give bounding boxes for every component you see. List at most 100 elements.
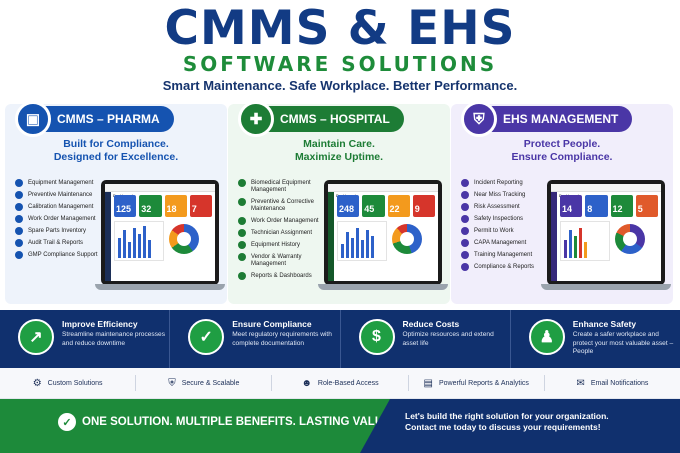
laptop-base [95,284,225,290]
benefit-title: Ensure Compliance [232,319,312,329]
mini-donut-chart [392,224,422,254]
mini-bar [148,240,151,258]
list-item: Reports & Dashboards [238,272,338,280]
laptop-screen: Dashboard 248 45 22 9 [324,180,442,285]
mini-bar [574,236,577,258]
benefit-efficiency: ↗ Improve Efficiency Streamline maintena… [0,310,171,368]
list-item: Calibration Management [15,203,115,211]
laptop-screen: Dashboard 125 32 18 7 [101,180,219,285]
feature-label: Incident Reporting [474,180,523,186]
mini-donut-chart [615,224,645,254]
benefit-title: Improve Efficiency [62,319,138,329]
feature-label: CAPA Management [474,240,527,246]
feature-label: Email Notifications [590,379,649,387]
ehs-badge: ⛨ EHS MANAGEMENT [461,104,633,137]
kpi-tiles: 125 32 18 7 [114,195,212,217]
panel-ehs: ⛨ EHS MANAGEMENT Protect People. Ensure … [451,104,673,304]
benefit-compliance: ✓ Ensure Compliance Meet regulatory requ… [170,310,341,368]
kpi-tile: 125 [114,195,137,217]
pharma-headline: Built for Compliance. Designed for Excel… [5,138,227,163]
gear-icon: ⚙ [32,377,42,389]
dashboard-screen: Dashboard 14 8 12 5 [551,184,661,281]
kpi-tile: 32 [139,195,162,217]
feature-label: Secure & Scalable [181,379,240,387]
list-item: Near Miss Tracking [461,191,561,199]
kpi-tile: 248 [337,195,360,217]
header: CMMS & EHS SOFTWARE SOLUTIONS Smart Main… [0,0,680,100]
bullet-icon [238,241,246,249]
mini-bar [351,238,354,258]
list-item: Audit Trail & Reports [15,239,115,247]
list-item: Risk Assessment [461,203,561,211]
hospital-headline: Maintain Care. Maximize Uptime. [228,138,450,163]
bullet-icon [238,198,246,206]
kpi-tile: 12 [610,195,633,217]
bullet-icon [238,229,246,237]
list-item: Equipment Management [15,179,115,187]
feature-label: Reports & Dashboards [251,273,312,279]
footer-cta-line-2: Contact me today to discuss your require… [405,422,601,432]
kpi-tile: 8 [585,195,608,217]
mini-bar [569,230,572,258]
benefit-title: Reduce Costs [402,319,460,329]
mini-bar [341,244,344,258]
pharma-badge-label: CMMS – PHARMA [57,112,160,126]
dollar-icon: $ [358,319,395,355]
chart-up-icon: ↗ [18,319,54,355]
kpi-tile: 5 [635,195,658,217]
feature-label: Biomedical Equipment Management [251,180,311,193]
benefit-text: Meet regulatory requirements with comple… [232,331,332,347]
mini-bar [584,242,587,258]
mini-bar [138,234,141,258]
list-item: Preventive & Corrective Maintenance [238,198,338,213]
envelope-icon: ✉ [576,377,585,389]
feature-label: Technician Assignment [251,230,313,236]
feature-reports-analytics: ▤Powerful Reports & Analytics [409,375,545,391]
bullet-icon [238,253,246,261]
bullet-icon [238,217,246,225]
bullet-icon [15,251,23,259]
list-item: Compliance & Reports [461,263,561,271]
mini-bar-chart [337,221,387,261]
feature-label: Permit to Work [474,228,514,234]
dashboard-sidebar [328,192,334,281]
tagline: Smart Maintenance. Safe Workplace. Bette… [162,78,518,93]
list-item: Work Order Management [15,215,115,223]
feature-label: Custom Solutions [47,379,103,387]
feature-label: Preventive Maintenance [28,192,93,198]
laptop-dashboard: Dashboard 125 32 18 7 [95,180,225,298]
ehs-badge-label: EHS MANAGEMENT [503,112,619,126]
check-circle-icon: ✓ [58,413,76,431]
benefit-costs: $ Reduce Costs Optimize resources and ex… [341,310,511,368]
feature-label: Preventive & Corrective Maintenance [251,199,315,212]
list-item: GMP Compliance Support [15,251,115,259]
bullet-icon [461,191,469,199]
bullet-icon [238,272,246,280]
list-item: CAPA Management [461,239,561,247]
ehs-feature-list: Incident Reporting Near Miss Tracking Ri… [461,179,561,276]
bullet-icon [15,239,23,247]
factory-icon: ▣ [15,104,51,137]
benefit-safety: ♟ Enhance Safety Create a safer workplac… [511,310,680,368]
list-item: Biomedical Equipment Management [238,179,338,194]
feature-custom-solutions: ⚙ Custom Solutions [0,375,137,391]
feature-label: Near Miss Tracking [474,192,526,198]
bullet-icon [15,215,23,223]
bullet-icon [15,227,23,235]
list-item: Spare Parts Inventory [15,227,115,235]
features-bar: ⚙Custom Solutions ⛨Secure & Scalable ☻Ro… [0,368,680,399]
mini-bar [361,240,364,258]
feature-label: Work Order Management [251,218,319,224]
laptop-dashboard: Dashboard 14 8 12 5 [541,180,671,298]
feature-label: Calibration Management [28,204,94,210]
panel-pharma: ▣ CMMS – PHARMA Built for Compliance. De… [5,104,227,304]
mini-bar [579,228,582,258]
dashboard-bar: Dashboard [105,184,215,198]
laptop-screen: Dashboard 14 8 12 5 [547,180,665,285]
footer-cta-line-1: Let's build the right solution for your … [405,411,609,421]
mini-bar [371,236,374,258]
dashboard-screen: Dashboard 248 45 22 9 [328,184,438,281]
bullet-icon [15,203,23,211]
hospital-feature-list: Biomedical Equipment Management Preventi… [238,179,338,285]
